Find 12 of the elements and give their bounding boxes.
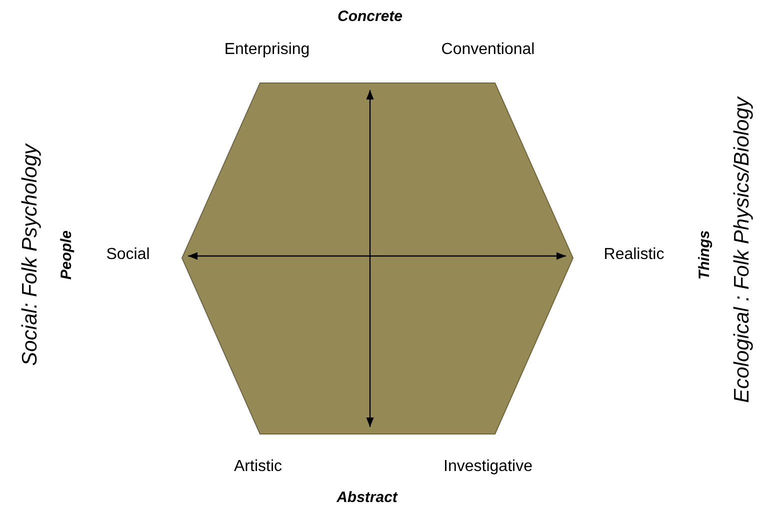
side-label: Ecological : Folk Physics/Biology — [730, 97, 754, 403]
axis-label: Concrete — [337, 8, 403, 26]
type-label: Conventional — [441, 41, 535, 59]
axis-label: People — [58, 230, 76, 280]
type-label: Investigative — [444, 458, 532, 476]
axis-label: Things — [696, 230, 714, 280]
type-label: Enterprising — [224, 41, 310, 59]
type-label: Realistic — [604, 246, 664, 264]
type-label: Social — [106, 246, 150, 264]
axis-label: Abstract — [336, 490, 398, 506]
side-label: Social: Folk Psychology — [18, 144, 42, 366]
type-label: Artistic — [234, 458, 282, 476]
